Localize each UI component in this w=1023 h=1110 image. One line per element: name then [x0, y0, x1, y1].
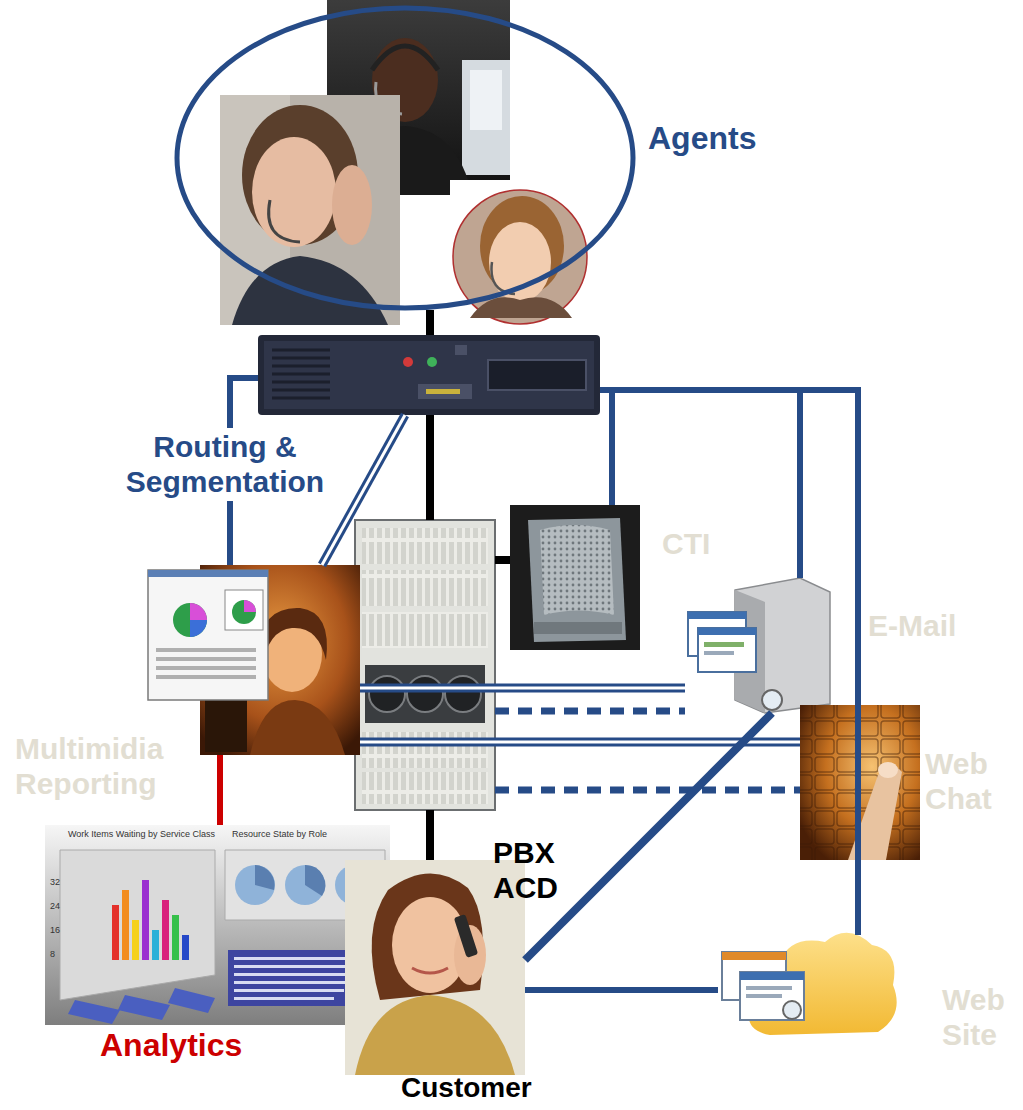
- connector-stroke: [360, 684, 685, 693]
- connector-line: [220, 755, 221, 825]
- node-label: Customer: [401, 1072, 532, 1104]
- connector-stroke: [495, 787, 800, 794]
- email-server: [688, 578, 830, 713]
- node-label: Web Chat: [925, 747, 1005, 816]
- chart-text: 16: [50, 926, 60, 936]
- chart-text: Work Items Waiting by Service Class: [68, 830, 215, 840]
- picture-node: PBX ACD: [355, 520, 495, 810]
- picture-node: E-Mail: [685, 578, 830, 713]
- connector-stroke: [426, 310, 434, 335]
- connector-line: [430, 310, 431, 335]
- connector-line: [600, 390, 612, 505]
- connector-line: [360, 688, 685, 689]
- connector-gap: [360, 687, 685, 690]
- picture-node: Web Site: [718, 935, 898, 1040]
- chart-text: 32: [50, 878, 60, 888]
- routing-server: [258, 335, 600, 415]
- picture-node: Agents: [175, 5, 635, 310]
- node-label: CTI: [662, 527, 710, 562]
- connector-line: [360, 742, 800, 743]
- node-label: Analytics: [100, 1027, 242, 1064]
- connector-stroke: [495, 708, 685, 715]
- chart-text: Resource State by Role: [232, 830, 327, 840]
- connector-line: [600, 390, 800, 578]
- picture-node: Web Chat: [800, 705, 920, 860]
- connector-stroke: [600, 390, 612, 505]
- connector-line: [525, 713, 772, 960]
- picture-node: Customer: [345, 860, 525, 1075]
- connector-line: [525, 990, 718, 991]
- connector-stroke: [217, 755, 223, 825]
- connector-stroke: [360, 738, 800, 747]
- agent-photos: [177, 0, 633, 335]
- picture-node: Multimidia Reporting: [148, 565, 360, 755]
- connector-stroke: [495, 556, 510, 564]
- picture-node: Routing & Segmentation: [258, 335, 600, 415]
- cti-server: [510, 505, 640, 650]
- connector-stroke: [525, 987, 718, 993]
- connector-line: [495, 790, 800, 791]
- connector-gap: [360, 741, 800, 744]
- connector-line: [600, 390, 858, 935]
- connector-line: [430, 810, 431, 860]
- node-label: E-Mail: [868, 609, 956, 644]
- connector-line: [430, 415, 431, 520]
- connector-line: [495, 560, 510, 561]
- node-label: Agents: [648, 120, 756, 157]
- pbx-rack: [355, 520, 495, 810]
- connector-stroke: [600, 390, 858, 935]
- chart-text: 8: [50, 950, 55, 960]
- node-label: Multimidia Reporting: [15, 732, 205, 801]
- node-label: PBX ACD: [493, 836, 573, 905]
- reporting-picture: [148, 565, 360, 755]
- connector-stroke: [426, 415, 434, 520]
- picture-node: Analytics: [45, 825, 390, 1025]
- node-label: Routing & Segmentation: [110, 428, 340, 501]
- picture-node: CTI: [510, 505, 640, 650]
- connector-line: [495, 711, 685, 712]
- connector-stroke: [426, 810, 434, 860]
- node-label: Web Site: [942, 983, 1017, 1052]
- chart-text: 24: [50, 902, 60, 912]
- analytics-chart: [45, 825, 390, 1025]
- connector-stroke: [600, 390, 800, 578]
- website-cloud: [722, 933, 897, 1035]
- connector-stroke: [525, 713, 772, 960]
